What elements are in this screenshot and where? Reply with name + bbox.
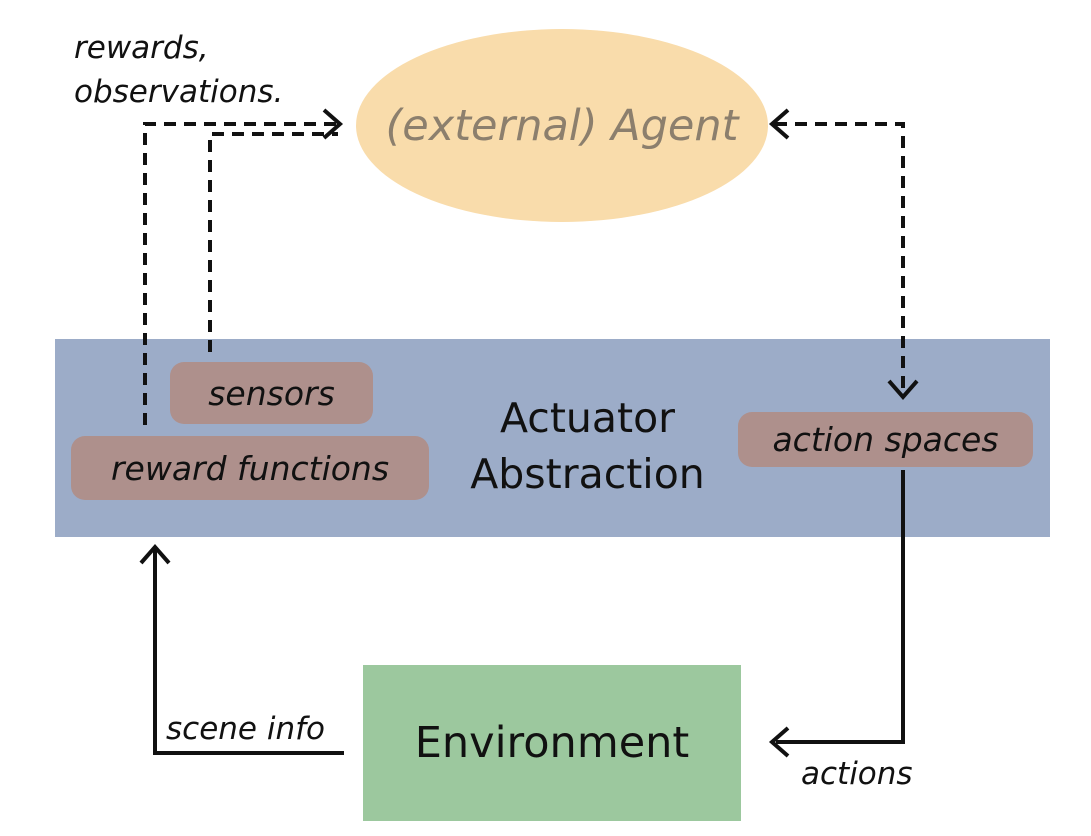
sensors-label: sensors (208, 373, 335, 413)
agent-action-spaces-edge (775, 122, 905, 392)
scene-info-edge-label: scene info (166, 711, 325, 747)
action-spaces-node: action spaces (738, 412, 1033, 467)
reward-functions-label: reward functions (110, 448, 390, 488)
agent-node: (external) Agent (356, 29, 768, 222)
actuator-abstraction-title: Actuator Abstraction (455, 390, 720, 502)
reward-to-agent-edge (143, 122, 338, 425)
environment-node: Environment (363, 665, 741, 821)
actuator-abstraction-title-line-2: Abstraction (470, 450, 705, 498)
observations-edge-label: observations. (74, 74, 284, 110)
environment-label: Environment (414, 718, 690, 768)
agent-right-arrowhead (768, 108, 790, 140)
environment-arrowhead (768, 726, 790, 758)
actuator-abstraction-title-line-1: Actuator (499, 394, 676, 442)
sensors-to-agent-edge (208, 132, 338, 352)
action-spaces-down-arrowhead (887, 379, 919, 401)
actions-edge (776, 470, 905, 744)
reward-functions-arrowhead (139, 543, 171, 565)
agent-left-arrowhead (322, 108, 344, 140)
sensors-node: sensors (170, 362, 373, 424)
actions-edge-label: actions (801, 756, 913, 792)
action-spaces-label: action spaces (772, 420, 999, 459)
reward-functions-node: reward functions (71, 436, 429, 500)
scene-info-edge (153, 549, 344, 755)
rewards-edge-label: rewards, (74, 30, 209, 66)
agent-label: (external) Agent (385, 100, 739, 151)
